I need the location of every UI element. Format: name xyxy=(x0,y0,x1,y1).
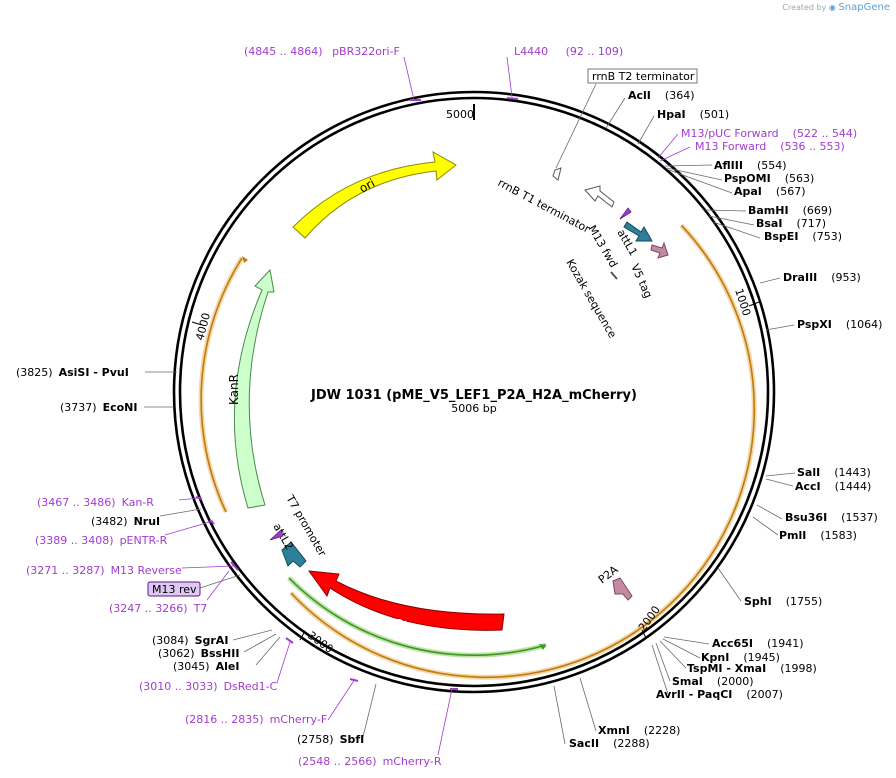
site-acc65i: Acc65I(1941) xyxy=(712,637,804,650)
plasmid-length: 5006 bp xyxy=(451,402,496,415)
site-bsai: BsaI(717) xyxy=(756,217,826,230)
mcherry-feature xyxy=(307,570,505,631)
primer-pbr322-name: pBR322ori-F xyxy=(332,45,400,58)
backbone-inner xyxy=(178,96,770,688)
t1-label: rrnB T1 terminator xyxy=(496,176,593,236)
p2a-feature xyxy=(612,577,633,601)
kozak-label: Kozak sequence xyxy=(563,257,619,341)
primer-pbr322-range: (4845 .. 4864) xyxy=(244,45,323,58)
site-kpni: KpnI(1945) xyxy=(701,651,780,664)
orf-arc-halo xyxy=(289,223,757,680)
tick-4000 xyxy=(191,321,203,326)
attl2-feature xyxy=(281,541,307,568)
primer-l4440-mark xyxy=(506,97,519,100)
backbone-outer xyxy=(172,90,776,694)
primer-pentr: (3389 .. 3408)pENTR-R xyxy=(35,534,168,547)
m13rev-feature xyxy=(269,529,284,541)
site-asisi: (3825)AsiSI - PvuI xyxy=(16,366,129,379)
tick-3000-label: 3000 xyxy=(305,629,335,656)
primer-mcherryf-mark xyxy=(349,678,359,682)
kozak-feature xyxy=(610,271,618,280)
primer-pbr322: (4845 .. 4864) pBR322ori-F xyxy=(244,45,400,58)
orf-arc-main xyxy=(290,224,756,679)
v5-label: V5 tag xyxy=(628,262,655,300)
site-econi: (3737)EcoNI xyxy=(60,401,137,414)
tick-3000 xyxy=(299,630,306,641)
v5-feature xyxy=(650,241,669,259)
primer-l4440-leader xyxy=(506,56,513,98)
tick-5000-label: 5000 xyxy=(446,108,474,121)
site-bamhi: BamHI(669) xyxy=(748,204,832,217)
mcherry-orf-head xyxy=(539,644,546,650)
site-sacii: SacII(2288) xyxy=(569,737,650,750)
orf-arc-left-head xyxy=(242,256,248,263)
primer-m13fwd: M13 Forward(536 .. 553) xyxy=(695,140,845,153)
primer-pentr-mark xyxy=(209,519,215,525)
mcherry-orf-arc xyxy=(288,577,547,656)
site-pspomi: PspOMI(563) xyxy=(724,172,814,185)
orf-arc-left xyxy=(200,257,243,513)
primer-dsred: (3010 .. 3033)DsRed1-C xyxy=(139,680,278,693)
tick-2000 xyxy=(641,629,647,639)
t1-feature xyxy=(584,185,615,208)
primer-l4440: L4440 (92 .. 109) xyxy=(514,45,623,58)
site-bspei: BspEI(753) xyxy=(764,230,842,243)
m13fwd-label: M13 fwd xyxy=(585,223,620,270)
snapgene-credit: Created by ◉ SnapGene xyxy=(782,2,890,13)
site-apai: ApaI(567) xyxy=(734,185,806,198)
site-pmli: PmlI(1583) xyxy=(779,529,857,542)
site-afliii: AflIII(554) xyxy=(714,159,787,172)
ori-label: ori xyxy=(357,176,377,196)
snapgene-brand: SnapGene xyxy=(838,2,890,13)
site-xmni: XmnI(2228) xyxy=(598,724,680,737)
primer-l4440-range: (92 .. 109) xyxy=(566,45,624,58)
primer-t7: (3247 .. 3266)T7 xyxy=(109,602,207,615)
site-pspxi: PspXI(1064) xyxy=(797,318,882,331)
site-alei: (3045)AleI xyxy=(173,660,239,673)
primer-mcherryf: (2816 .. 2835)mCherry-F xyxy=(185,713,327,726)
left-site-leaders xyxy=(144,371,453,756)
right-site-leaders xyxy=(553,97,796,745)
primer-m13reverse: (3271 .. 3287)M13 Reverse xyxy=(26,564,182,577)
site-smai: SmaI(2000) xyxy=(672,675,753,688)
primer-kanr: (3467 .. 3486)Kan-R xyxy=(37,496,154,509)
site-tspmi: TspMI - XmaI(1998) xyxy=(687,662,817,675)
t2-feature xyxy=(552,167,562,181)
site-hpai: HpaI(501) xyxy=(657,108,729,121)
primer-m13puc: M13/pUC Forward(522 .. 544) xyxy=(681,127,857,140)
kanr-feature xyxy=(233,268,275,509)
ori-feature xyxy=(292,151,457,239)
snapgene-logo-icon: ◉ xyxy=(828,3,836,12)
attl1-feature xyxy=(623,221,653,242)
m13rev-label: M13 rev xyxy=(152,583,197,596)
plasmid-name: JDW 1031 (pME_V5_LEF1_P2A_H2A_mCherry) xyxy=(310,388,637,403)
site-sali: SalI(1443) xyxy=(797,466,871,479)
primer-kanr-mark xyxy=(195,496,203,500)
primer-m13rev-mark xyxy=(230,561,239,571)
primer-dsred-mark xyxy=(285,637,294,644)
site-avrii: AvrII - PaqCI(2007) xyxy=(656,688,783,701)
t2-label: rrnB T2 terminator xyxy=(592,70,695,83)
site-nrui: (3482)NruI xyxy=(91,515,160,528)
primer-l4440-name: L4440 xyxy=(514,45,548,58)
t2-box xyxy=(587,68,698,84)
primer-mcherryr: (2548 .. 2566)mCherry-R xyxy=(298,755,442,768)
m13fwd-feature xyxy=(619,207,632,220)
m13rev-box xyxy=(147,581,201,597)
site-sphi: SphI(1755) xyxy=(744,595,822,608)
site-acci: AccI(1444) xyxy=(795,480,871,493)
site-sbfi: (2758)SbfI xyxy=(297,733,364,746)
kanr-label: KanR xyxy=(227,374,241,405)
site-bsshii: (3062)BssHII xyxy=(158,647,239,660)
t2-leader xyxy=(555,83,597,169)
primer-pbr322-leader xyxy=(403,56,415,101)
site-draiii: DraIII(953) xyxy=(783,271,861,284)
site-acli: AclI(364) xyxy=(628,89,695,102)
site-bsu36i: Bsu36I(1537) xyxy=(785,511,878,524)
tick-1000 xyxy=(748,301,760,307)
site-sgrai: (3084)SgrAI xyxy=(152,634,228,647)
created-by-text: Created by xyxy=(782,3,827,12)
